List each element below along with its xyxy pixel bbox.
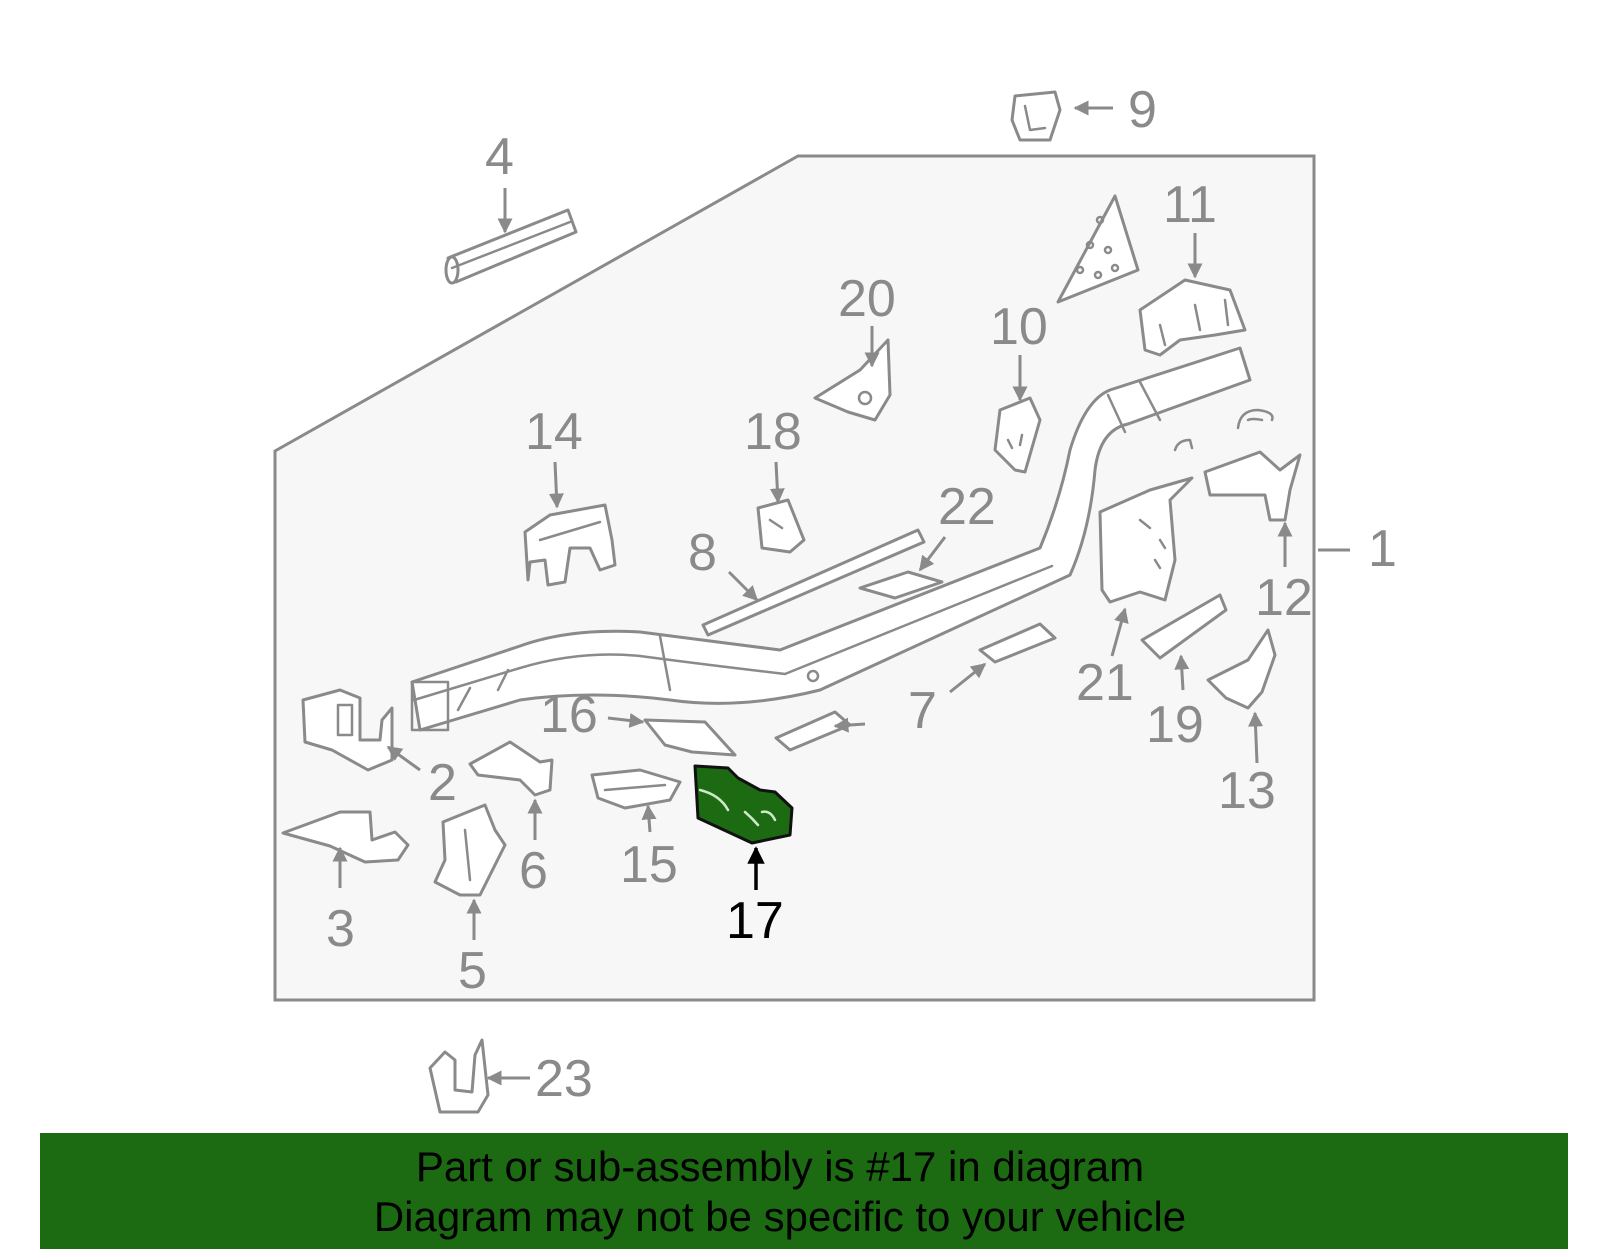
callout-10: 10 bbox=[990, 298, 1048, 356]
callout-17[interactable]: 17 bbox=[726, 892, 784, 950]
info-banner: Part or sub-assembly is #17 in diagram D… bbox=[40, 1133, 1568, 1249]
part-4-tube bbox=[444, 208, 578, 285]
part-11-bracket bbox=[1138, 278, 1247, 357]
part-23-bracket bbox=[428, 1038, 490, 1114]
callout-4: 4 bbox=[485, 128, 514, 186]
callout-15: 15 bbox=[620, 836, 678, 894]
part-2-bracket bbox=[301, 688, 394, 772]
part-9-bracket bbox=[1010, 90, 1062, 142]
callout-2: 2 bbox=[428, 754, 457, 812]
callout-19: 19 bbox=[1146, 696, 1204, 754]
frame-rail bbox=[410, 346, 1252, 732]
part-14-mount bbox=[523, 503, 617, 587]
part-15-bracket bbox=[590, 768, 682, 810]
callout-23: 23 bbox=[535, 1050, 593, 1108]
banner-line-disclaimer: Diagram may not be specific to your vehi… bbox=[373, 1193, 1187, 1240]
part-clip bbox=[1173, 408, 1274, 452]
callout-21: 21 bbox=[1076, 654, 1134, 712]
callout-7: 7 bbox=[908, 682, 937, 740]
part-10-cover bbox=[993, 396, 1042, 474]
leader-lines bbox=[332, 100, 1350, 1086]
part-8-strip bbox=[701, 528, 926, 637]
callout-12: 12 bbox=[1255, 569, 1313, 627]
part-17-highlighted[interactable] bbox=[693, 764, 794, 845]
part-gusset-plate bbox=[1056, 194, 1140, 304]
callout-11: 11 bbox=[1163, 176, 1217, 234]
part-7-strips bbox=[774, 622, 1057, 752]
callout-5: 5 bbox=[458, 942, 487, 1000]
callout-8: 8 bbox=[688, 524, 717, 582]
callout-20: 20 bbox=[838, 270, 896, 328]
part-3-plate bbox=[281, 810, 410, 864]
part-19-strip bbox=[1140, 593, 1228, 660]
part-13-bracket bbox=[1206, 628, 1277, 710]
callout-1: 1 bbox=[1368, 520, 1397, 578]
part-16-plate bbox=[643, 718, 737, 757]
callout-13: 13 bbox=[1218, 762, 1276, 820]
callout-22: 22 bbox=[938, 478, 996, 536]
part-6-bracket bbox=[468, 740, 554, 797]
callout-6: 6 bbox=[519, 842, 548, 900]
callout-3: 3 bbox=[326, 900, 355, 958]
part-12-bracket bbox=[1203, 450, 1302, 522]
callout-14: 14 bbox=[525, 403, 583, 461]
callout-9: 9 bbox=[1128, 81, 1157, 139]
banner-line-part-number: Part or sub-assembly is #17 in diagram bbox=[415, 1143, 1145, 1190]
part-22-pad bbox=[858, 570, 944, 600]
part-5-bracket bbox=[433, 803, 507, 897]
callout-16: 16 bbox=[540, 686, 598, 744]
part-21-bracket bbox=[1098, 476, 1194, 604]
callout-18: 18 bbox=[744, 403, 802, 461]
